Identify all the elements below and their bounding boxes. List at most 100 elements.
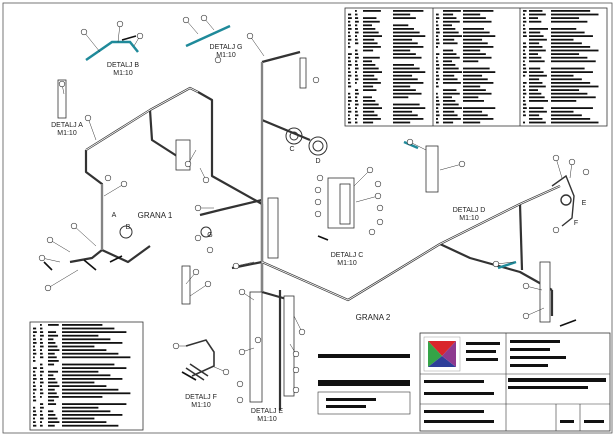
bom-cell [355,89,359,91]
bom-cell [363,35,382,37]
bom-cell [551,56,588,59]
bom-cell [355,35,358,37]
bom-cell [551,114,582,117]
bom-cell [40,374,43,377]
item-balloon [120,180,128,188]
bom-cell [436,31,440,34]
bom-cell [40,414,43,416]
bom-cell [348,118,351,120]
bom-cell [393,114,418,117]
bom-cell [62,388,119,391]
bom-cell [443,60,452,63]
bom-cell [463,107,496,109]
bom-cell [523,121,526,124]
bom-cell [363,24,372,27]
bom-cell [463,89,486,91]
item-balloon [492,260,500,268]
bom-cell [348,110,352,113]
item-balloon [44,284,52,292]
bom-cell [48,352,55,355]
bom-cell [463,38,483,41]
bom-cell [436,60,439,63]
bom-cell [529,10,543,12]
bom-cell [463,67,490,70]
bom-cell [363,110,375,113]
bom-cell [443,53,457,55]
bom-cell [355,24,358,27]
detail-d-circles [119,127,328,239]
bom-cell [393,67,420,70]
bom-cell [40,385,43,387]
bom-cell [348,53,352,55]
bom-cell [523,100,526,102]
bom-cell [355,82,357,84]
bom-cell [551,28,577,30]
bom-cell [40,370,44,373]
item-balloon [366,166,374,174]
bom-cell [529,56,542,59]
bom-cell [355,28,358,30]
item-balloon [184,160,192,168]
bom-cell [551,20,588,23]
pipe-highlights [85,62,561,301]
bom-cell [529,38,547,41]
bom-cell [393,71,426,73]
bom-cell [348,46,351,48]
bom-cell [363,49,374,52]
bom-cell [523,17,526,19]
bom-cell [363,67,379,70]
item-balloon [376,218,384,226]
bom-cell [523,92,527,95]
bom-cell [62,414,123,416]
bom-cell [436,28,440,30]
bom-cell [355,114,359,117]
bom-cell [551,10,591,12]
flange-marks [43,35,577,381]
bom-cell [529,114,540,117]
bom-cell [33,410,36,413]
bom-cell [523,46,527,48]
bom-cell [443,74,455,77]
item-balloon [406,138,414,146]
bom-cell [463,82,494,84]
bom-cell [551,96,596,99]
bom-cell [363,28,376,30]
bom-cell [551,71,593,73]
bom-cell [443,35,462,37]
bom-cell [463,10,494,12]
bom-cell [529,13,546,16]
bom-cell [463,17,486,19]
bom-cell [529,85,546,88]
item-balloon [552,226,560,234]
bom-cell [33,385,36,387]
bom-cell [436,17,440,19]
bom-cell [62,381,95,384]
bom-cell [33,388,37,391]
bom-cell [551,60,596,63]
item-balloon [104,174,112,182]
marker-b: B [125,224,131,231]
bom-cell [48,374,54,377]
bom-cell [529,96,545,99]
bom-cell [523,31,527,34]
bom-cell [393,56,422,59]
bom-cell [529,118,543,120]
bom-cell [523,85,526,88]
item-balloon [204,280,212,288]
bom-cell [436,53,440,55]
bom-cell [523,71,527,73]
bom-cell [551,13,599,16]
bom-cell [393,24,409,27]
bom-cell [529,53,538,55]
item-balloon [214,56,222,64]
bom-cell [529,46,543,48]
item-balloon [194,204,202,212]
bom-cell [348,35,351,37]
item-balloon [582,168,590,176]
bom-cell [355,103,359,106]
bom-cell [348,60,351,63]
bom-cell [40,345,44,348]
bom-cell [551,31,585,34]
grana-2-label: GRANA 2 [355,313,391,322]
bom-cell [348,13,352,16]
